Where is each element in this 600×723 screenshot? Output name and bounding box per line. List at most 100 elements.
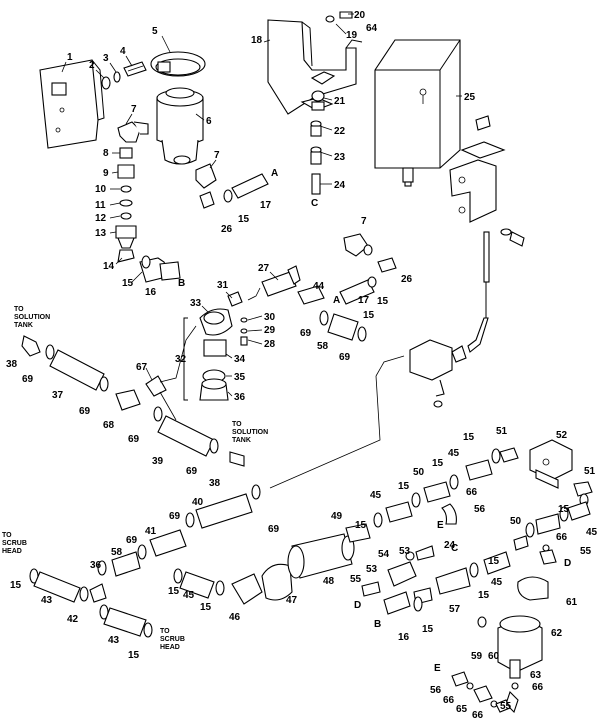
- note-to-solution-tank-mid: TO SOLUTION TANK: [232, 421, 268, 444]
- svg-text:TANK: TANK: [14, 322, 33, 329]
- callout-69g: 69: [339, 352, 351, 363]
- callout-66e: 66: [472, 710, 484, 721]
- callout-55a: 55: [350, 574, 362, 585]
- callout-43b: 43: [108, 635, 120, 646]
- callout-15p: 15: [488, 556, 500, 567]
- callout-66b: 66: [556, 532, 568, 543]
- callout-27: 27: [258, 263, 270, 274]
- callout-B2: B: [374, 619, 381, 630]
- fitting-stack-part: [115, 147, 137, 263]
- tube-routing-lines: [159, 287, 405, 489]
- callout-22: 22: [334, 126, 346, 137]
- svg-text:SOLUTION: SOLUTION: [232, 429, 268, 436]
- leader-lines: [61, 13, 462, 397]
- callout-15l: 15: [200, 602, 212, 613]
- solenoid-valve-part: [529, 439, 593, 507]
- callout-45c: 45: [183, 590, 195, 601]
- callout-17a: 17: [260, 200, 272, 211]
- callout-69d: 69: [186, 466, 198, 477]
- callout-69e: 69: [268, 524, 280, 535]
- callout-49: 49: [331, 511, 343, 522]
- callout-41: 41: [145, 526, 157, 537]
- callout-36: 36: [234, 392, 246, 403]
- callout-15a: 15: [122, 278, 134, 289]
- callout-50b: 50: [510, 516, 522, 527]
- callout-58a: 58: [111, 547, 123, 558]
- callout-9: 9: [103, 168, 109, 179]
- svg-text:TO: TO: [2, 532, 12, 539]
- callout-2: 2: [89, 60, 95, 71]
- callout-15d: 15: [363, 310, 375, 321]
- callout-31: 31: [217, 280, 229, 291]
- solution-hose-chain: [21, 335, 245, 467]
- callout-labels: 1 2 3 4 5 6 7 7 7 8 9 10 11 12 13 14 15 …: [6, 10, 598, 721]
- right-hose-chain: [361, 501, 591, 615]
- callout-25: 25: [464, 92, 476, 103]
- callout-30: 30: [264, 312, 276, 323]
- svg-text:SCRUB: SCRUB: [160, 636, 185, 643]
- callout-D2: D: [564, 558, 571, 569]
- callout-A2: A: [333, 295, 340, 306]
- callout-38b: 38: [209, 478, 221, 489]
- barb-fitting-part: [199, 173, 269, 209]
- callout-7b: 7: [214, 150, 220, 161]
- hose-segment-part: [139, 255, 181, 283]
- callout-15k: 15: [168, 586, 180, 597]
- callout-43a: 43: [41, 595, 53, 606]
- callout-69h: 69: [169, 511, 181, 522]
- svg-text:HEAD: HEAD: [2, 548, 22, 555]
- callout-15c: 15: [377, 296, 389, 307]
- control-box-part: [374, 39, 461, 187]
- callout-54: 54: [378, 549, 390, 560]
- callout-20: 20: [354, 10, 366, 21]
- callout-12: 12: [95, 213, 107, 224]
- callout-56a: 56: [474, 504, 486, 515]
- callout-53b: 53: [366, 564, 378, 575]
- svg-text:TANK: TANK: [232, 437, 251, 444]
- callout-68: 68: [103, 420, 115, 431]
- callout-47: 47: [286, 595, 298, 606]
- callout-39: 39: [152, 456, 164, 467]
- elbow-fitting-part: [117, 121, 149, 143]
- callout-61: 61: [566, 597, 578, 608]
- callout-66c: 66: [443, 695, 455, 706]
- callout-64: 64: [366, 23, 378, 34]
- note-to-scrub-head-bottom: TO SCRUB HEAD: [160, 628, 185, 651]
- callout-33: 33: [190, 298, 202, 309]
- callout-58b: 58: [317, 341, 329, 352]
- svg-text:TO: TO: [232, 421, 242, 428]
- mounting-bracket-part: [39, 59, 105, 149]
- callout-69b: 69: [79, 406, 91, 417]
- callout-37: 37: [52, 390, 64, 401]
- callout-29: 29: [264, 325, 276, 336]
- callout-40: 40: [192, 497, 204, 508]
- callout-D1: D: [354, 600, 361, 611]
- callout-38a: 38: [6, 359, 18, 370]
- bolt-washer-stack: [101, 61, 147, 90]
- svg-text:TO: TO: [14, 306, 24, 313]
- callout-B1: B: [178, 278, 185, 289]
- callout-32: 32: [175, 354, 187, 365]
- callout-45b: 45: [448, 448, 460, 459]
- callout-15o: 15: [558, 504, 570, 515]
- callout-53a: 53: [399, 546, 411, 557]
- bottom-fitting-chain: [451, 671, 511, 713]
- callout-59: 59: [471, 651, 483, 662]
- callout-15b: 15: [238, 214, 250, 225]
- callout-55c: 55: [500, 701, 512, 712]
- valve-bracket-part: [449, 115, 525, 283]
- pump-motor-part: [477, 576, 549, 714]
- callout-45d: 45: [491, 577, 503, 588]
- callout-26a: 26: [221, 224, 233, 235]
- callout-15e: 15: [355, 520, 367, 531]
- callout-15m: 15: [422, 624, 434, 635]
- solenoid-bracket-part: [267, 11, 363, 115]
- svg-text:SOLUTION: SOLUTION: [14, 314, 50, 321]
- tee-fitting-part: [261, 265, 377, 305]
- svg-text:HEAD: HEAD: [160, 644, 180, 651]
- callout-11: 11: [95, 200, 106, 211]
- callout-69c: 69: [128, 434, 140, 445]
- callout-69f: 69: [300, 328, 312, 339]
- note-to-solution-tank-left: TO SOLUTION TANK: [14, 306, 50, 329]
